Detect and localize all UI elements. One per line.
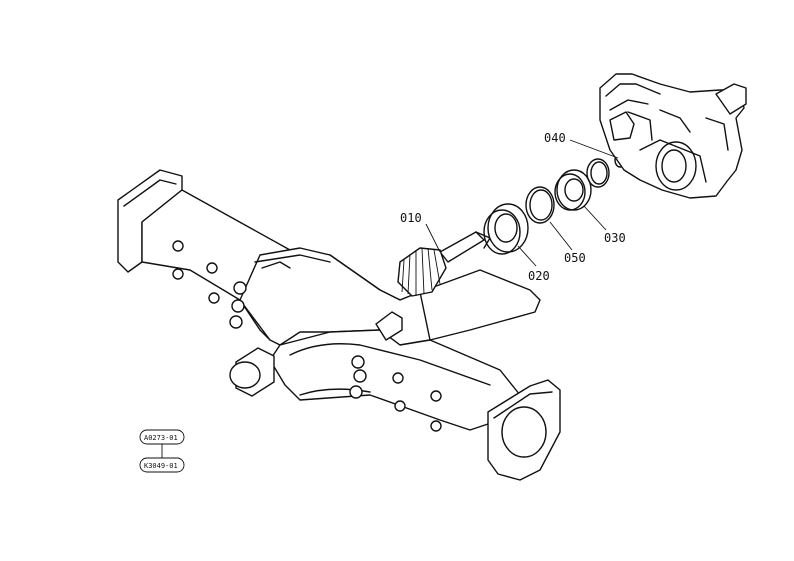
o-ring-050 [525,186,555,224]
part-label-030[interactable]: 030 [604,231,626,245]
bearing-020 [483,203,529,255]
part-label-010[interactable]: 010 [400,211,422,225]
part-label-040[interactable]: 040 [544,131,566,145]
part-label-050[interactable]: 050 [564,251,586,265]
part-label-020[interactable]: 020 [528,269,550,283]
part-labels: 010 020 050 030 040 [400,131,626,283]
bearing-030 [554,169,592,211]
ref-code-top: A0273-01 [144,434,178,442]
ref-code-bottom: K3049-01 [144,462,178,470]
housing-bolt-bosses [172,240,442,432]
pinion-gear-010 [397,231,491,297]
gear-case-housing [599,73,747,199]
reference-badges: A0273-01 K3049-01 [139,429,185,473]
leader-lines [425,139,619,267]
left-axle-stub [229,347,275,397]
axle-housing [117,169,561,481]
